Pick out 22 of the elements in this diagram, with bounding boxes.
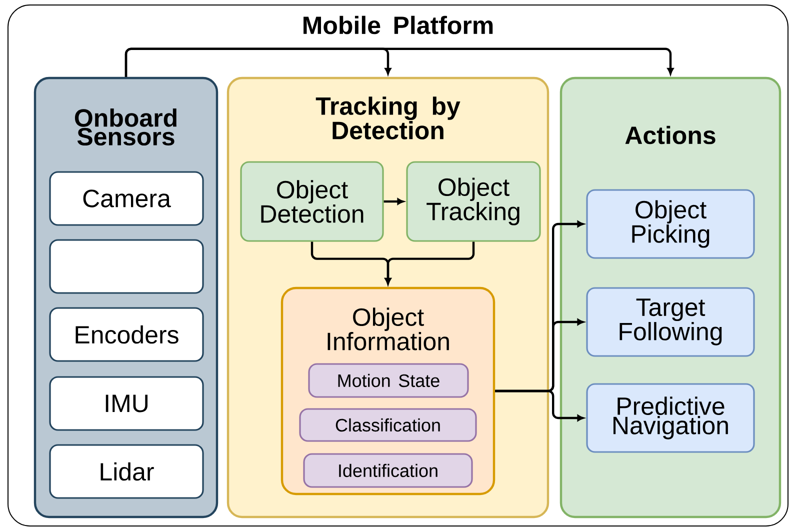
action-box: Target Following — [586, 287, 755, 357]
arrow — [384, 242, 475, 285]
arrow — [124, 48, 674, 77]
sensor-box: Encoders — [49, 307, 204, 362]
heading: Mobile Platform — [304, 16, 493, 34]
sensor-box — [49, 239, 204, 294]
arrow — [495, 390, 584, 422]
process-box: Object Tracking — [406, 161, 541, 242]
heading: Actions — [625, 126, 716, 144]
sensor-box: Camera — [49, 171, 204, 226]
sensor-box: IMU — [49, 376, 204, 431]
attribute-tag: Motion State — [308, 363, 469, 398]
attribute-tag: Classification — [299, 408, 477, 442]
action-box: Object Picking — [586, 189, 755, 259]
heading: Tracking by Detection — [316, 96, 460, 140]
heading: Object Information — [328, 308, 449, 350]
action-box: Predictive Navigation — [586, 383, 755, 453]
process-box: Object Detection — [240, 161, 384, 242]
attribute-tag: Identification — [303, 453, 473, 488]
heading: Onboard Sensors — [74, 108, 176, 146]
arrow — [384, 198, 404, 205]
sensor-box: Lidar — [49, 444, 204, 499]
